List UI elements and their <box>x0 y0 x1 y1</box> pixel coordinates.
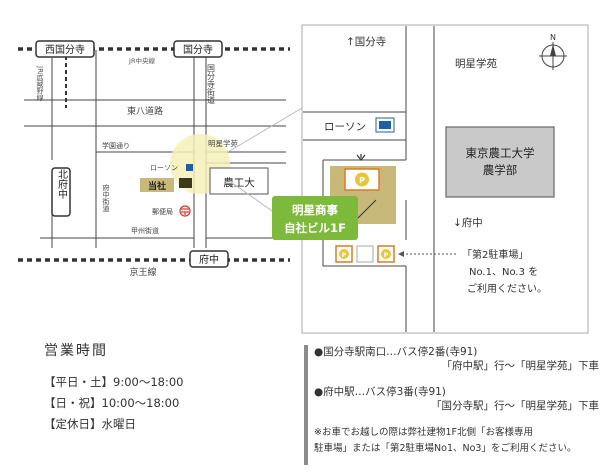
route-line: ●府中駅…バス停3番(寺91) <box>314 386 446 398</box>
parking-lot-2: P P <box>335 245 395 263</box>
lawson-icon <box>375 117 395 133</box>
parking-icon: P <box>342 251 347 259</box>
station-kita-fuchu: 北府中 <box>51 167 71 217</box>
road-label-koshu: 甲州街道 <box>131 226 159 235</box>
station-fuchu: 府中 <box>189 250 229 268</box>
landmark-noukodai: 農工大 <box>209 167 269 195</box>
direction-fuchu: ↓府中 <box>453 216 483 229</box>
access-info: ●国分寺駅南口…バス停2番(寺91) 「府中駅」行～「明星学苑」下車 ●府中駅…… <box>304 345 599 465</box>
hours-title: 営業時間 <box>44 343 108 359</box>
callout-company-name: 明星商事 <box>292 203 338 217</box>
arrow-left-icon <box>398 251 404 257</box>
station-label: 北府中 <box>56 169 68 200</box>
detail-label-lawson: ローソン <box>324 121 366 133</box>
callout-pointer <box>357 199 377 219</box>
zoom-connector-top <box>227 107 303 153</box>
hours-holiday: 【日・祝】10:00～18:00 <box>44 396 180 410</box>
road-label-higashi-hachido: 東八道路 <box>127 105 163 117</box>
line-label-chuo: JR中央線 <box>128 56 155 65</box>
landmark-lawson: ローソン <box>150 164 178 172</box>
route-fuchu: ●府中駅…バス停3番(寺91) 「国分寺駅」行～「明星学苑」下車 <box>314 385 599 413</box>
route-line: ●国分寺駅南口…バス停2番(寺91) <box>314 346 478 358</box>
our-building-marker <box>179 178 192 188</box>
road-label-kokubunji-kaido: 国分寺街道 <box>207 64 216 105</box>
parking-note-line: 「第2駐車場」 <box>462 248 528 261</box>
line-label-musashino: JR武蔵野線 <box>36 65 44 101</box>
svg-text:N: N <box>550 33 556 42</box>
parking-note: 駐車場」または「第2駐車場No1、No3」をご利用ください。 <box>314 443 577 454</box>
station-label: 国分寺 <box>183 44 213 56</box>
station-label: 西国分寺 <box>45 44 85 56</box>
university-faculty: 農学部 <box>483 163 518 177</box>
ours-label: 当社 <box>148 180 166 192</box>
parking-note-line: No.1、No.3 を <box>469 266 538 278</box>
parking-note-line: ご利用ください。 <box>467 282 547 295</box>
parking-icon: P <box>359 176 365 185</box>
station-nishi-kokubunji: 西国分寺 <box>35 40 95 58</box>
hours-weekday: 【平日・土】9:00～18:00 <box>44 375 184 389</box>
landmark-post: 郵便局 <box>152 207 173 216</box>
landmark-meisei: 明星学苑 <box>208 138 238 148</box>
university-building: 東京農工大学 農学部 <box>445 126 555 198</box>
station-label: 府中 <box>199 253 219 266</box>
direction-kokubunji: ↑国分寺 <box>346 36 386 48</box>
parking-private: P <box>344 168 380 191</box>
compass-icon: N <box>539 33 567 70</box>
road-label-fuchu-kaido: 府中街道 <box>102 183 110 213</box>
university-name: 東京農工大学 <box>466 146 535 160</box>
line-label-keio: 京王線 <box>129 266 156 278</box>
landmark-ours: 当社 <box>140 178 174 192</box>
parking-icon: P <box>384 251 389 259</box>
business-hours: 営業時間 【平日・土】9:00～18:00 【日・祝】10:00～18:00 【… <box>44 340 294 435</box>
route-destination: 「国分寺駅」行～「明星学苑」下車 <box>431 400 599 412</box>
detail-label-meisei: 明星学苑 <box>455 57 497 70</box>
route-kokubunji: ●国分寺駅南口…バス停2番(寺91) 「府中駅」行～「明星学苑」下車 <box>314 345 599 373</box>
route-destination: 「府中駅」行～「明星学苑」下車 <box>441 360 600 372</box>
callout-building: 自社ビル1F <box>284 221 346 235</box>
station-kokubunji: 国分寺 <box>173 40 223 58</box>
post-office-icon <box>179 205 191 217</box>
company-callout: 明星商事 自社ビル1F <box>272 196 358 240</box>
noukodai-label: 農工大 <box>223 176 255 189</box>
lawson-icon <box>186 164 193 171</box>
entrance-arrow-icon <box>356 154 366 161</box>
road-label-gakuen: 学園通り <box>102 141 130 150</box>
hours-closed: 【定休日】水曜日 <box>44 417 136 431</box>
parking-note: ※お車でお越しの際は弊社建物1F北側「お客様専用 <box>314 427 533 438</box>
